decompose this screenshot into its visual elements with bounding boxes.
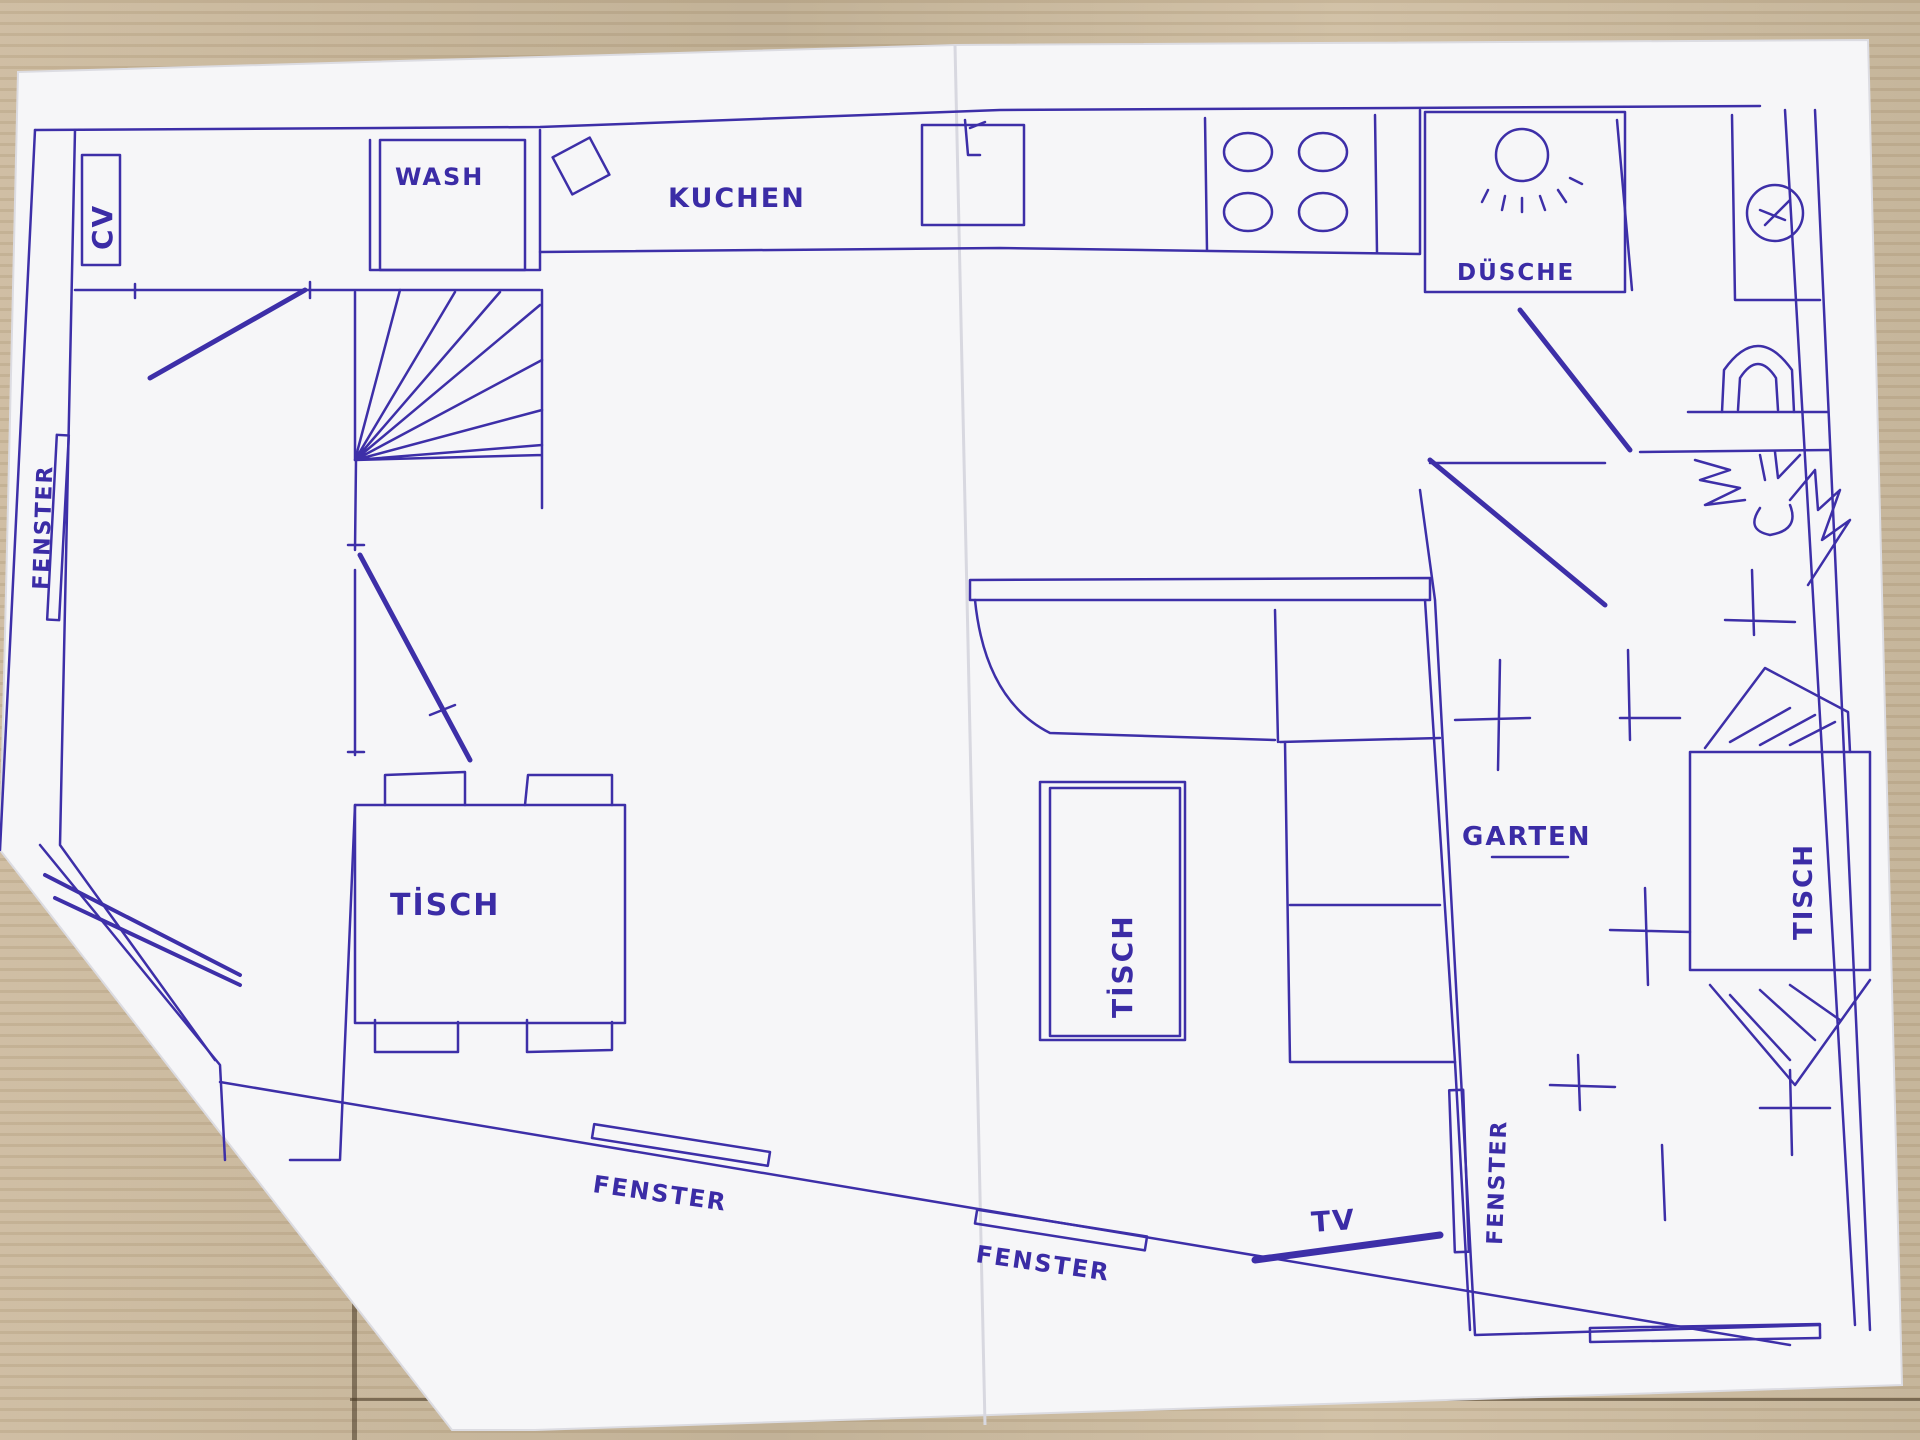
toilet-bowl-icon (1745, 183, 1805, 243)
window-bottom-right (1588, 1322, 1822, 1344)
garden-plant (1723, 568, 1797, 637)
door-bottom (1427, 457, 1608, 608)
chair (373, 1018, 460, 1054)
kuchen-label: KUCHEN (668, 183, 806, 214)
toilet-niche (1730, 113, 1822, 302)
window-bottom-2 (973, 1208, 1149, 1252)
chair (523, 773, 614, 807)
wall-segment (1638, 448, 1832, 454)
dining-table-left (353, 803, 627, 1025)
stove-burner (1222, 131, 1274, 173)
garten-label: GARTEN (1462, 822, 1592, 852)
dusche-label: DÜSCHE (1457, 258, 1575, 286)
tv-label: TV (1310, 1203, 1357, 1239)
tisch-left-label: TİSCH (390, 887, 500, 923)
left-room-lower-wall (288, 803, 357, 1162)
garden-plant (1618, 648, 1682, 742)
kitchen-appliance (551, 136, 611, 196)
tisch-right-label: TISCH (1789, 843, 1819, 940)
garden-chair (1703, 666, 1852, 754)
paper-fold (953, 44, 987, 1426)
stove-divider (1203, 116, 1209, 252)
window-bottom-1 (590, 1122, 772, 1168)
garden-plant (1548, 1053, 1617, 1112)
wash-counter (368, 128, 542, 272)
garden-edge (1418, 488, 1822, 1337)
partition-wall (353, 458, 358, 757)
garden-chair-hatch (1728, 706, 1837, 747)
inner-left-wall (58, 128, 217, 1062)
outer-wall-left (0, 128, 37, 852)
kitchen-counter (538, 108, 1422, 256)
staircase-steps (353, 288, 544, 462)
dining-table-middle (1038, 780, 1187, 1042)
sofa-right-edge (1423, 598, 1472, 1332)
shower-wall (1615, 118, 1634, 292)
window-lower-left (43, 873, 242, 977)
dining-table-middle-inner (1048, 786, 1182, 1038)
tick (428, 703, 457, 717)
chair (525, 1018, 614, 1054)
kitchen-sink (920, 123, 1026, 227)
sofa-body (1283, 740, 1457, 1064)
chair (383, 770, 467, 807)
door-upper-left (147, 287, 308, 381)
toilet-detail (1758, 198, 1792, 227)
garden-chair-hatch (1728, 983, 1842, 1062)
plank-gap (352, 1215, 357, 1440)
washbasin-arch-inner (1736, 362, 1780, 412)
stove-divider (1373, 113, 1379, 254)
window-left (45, 433, 71, 622)
inner-right-wall (1783, 108, 1857, 1327)
kitchen-faucet (963, 118, 987, 157)
window-right (1447, 1088, 1471, 1254)
garden-plant (1758, 1068, 1832, 1157)
cv-label: CV (86, 204, 119, 250)
cv-cabinet (80, 153, 122, 267)
wash-label: WASH (395, 163, 484, 191)
dining-table-right (1688, 750, 1872, 972)
garden-plant (1608, 886, 1692, 987)
stove-burner (1297, 131, 1349, 173)
plant-icon (1693, 450, 1852, 587)
garden-plant (1660, 1143, 1667, 1222)
shower-head-icon (1494, 127, 1550, 183)
sofa-curve (973, 598, 1277, 742)
island-divider (1273, 608, 1442, 744)
washbasin-arch (1720, 344, 1796, 414)
garden-chair (1708, 978, 1872, 1087)
shower-spray (1480, 176, 1584, 214)
kitchen-island (968, 576, 1432, 602)
garden-plant (1453, 658, 1532, 772)
tisch-middle-label: TİSCH (1105, 914, 1139, 1018)
tv-unit (1251, 1231, 1444, 1264)
shower-door (1517, 307, 1633, 453)
stove-burner (1297, 191, 1349, 233)
fenster-right-label: FENSTER (1483, 1119, 1512, 1245)
stove-burner (1222, 191, 1274, 233)
paper-sheet (0, 38, 1904, 1431)
fenster-left-label: FENSTER (29, 464, 58, 590)
outer-wall-right (1813, 108, 1872, 1332)
window-lower-left (53, 896, 242, 987)
outer-wall-top (33, 104, 1762, 132)
door-middle-left (357, 552, 473, 763)
